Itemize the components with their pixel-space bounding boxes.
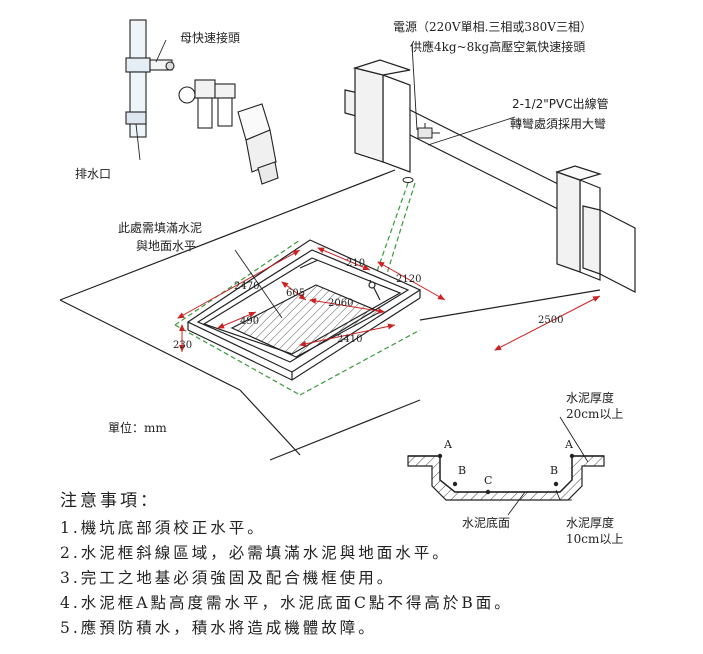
- cross-section: A A B B C: [407, 416, 605, 516]
- notes-item: 5.應預防積水，積水將造成機體故障。: [60, 619, 377, 637]
- point-b-left-label: B: [458, 464, 466, 477]
- notes-title: 注意事項：: [60, 491, 160, 511]
- cement-fill-label-line2: 與地面水平: [136, 239, 196, 253]
- dim-2120: 2120: [396, 274, 421, 285]
- dim-230: 230: [173, 340, 192, 351]
- point-a-right-marker: [569, 453, 575, 459]
- notes-item: 3.完工之地基必須強固及配合機框使用。: [60, 569, 396, 587]
- unit-label: 單位：mm: [108, 420, 167, 435]
- dimension-lines: [177, 247, 601, 352]
- cement-fill-label-line1: 此處需填滿水泥: [118, 221, 202, 235]
- point-c-marker: [485, 489, 491, 495]
- point-a-left-marker: [437, 453, 443, 459]
- point-b-left-marker: [452, 481, 458, 487]
- point-b-right-label: B: [550, 464, 558, 477]
- pneumatic-components: [125, 19, 279, 185]
- point-a-left-label: A: [443, 438, 453, 451]
- notes-item: 2.水泥框斜線區域，必需填滿水泥與地面水平。: [60, 544, 451, 562]
- cement-thick-20-line2: 20cm以上: [566, 407, 623, 421]
- dim-2500: 2500: [538, 315, 563, 326]
- point-a-right-label: A: [564, 438, 574, 451]
- dim-210: 210: [346, 258, 365, 269]
- machine-frame: [344, 59, 636, 293]
- floor-pipe-outlet-icon: [402, 177, 414, 183]
- dim-2470: 2470: [234, 281, 259, 292]
- ground-plane: [59, 169, 601, 461]
- pit-frame: [186, 239, 422, 381]
- outlet-box-icon: [417, 123, 440, 139]
- cement-thick-10-line1: 水泥厚度: [566, 515, 614, 530]
- leader-lines: [135, 39, 516, 319]
- cement-thick-20-line1: 水泥厚度: [566, 390, 614, 405]
- dim-2410: 2410: [337, 334, 362, 345]
- cement-thick-10-line2: 10cm以上: [566, 532, 623, 546]
- drain-label: 排水口: [75, 167, 111, 181]
- notes-item: 4.水泥框A點高度需水平，水泥底面C點不得高於B面。: [60, 594, 513, 612]
- female-connector-label: 母快速接頭: [180, 30, 240, 45]
- point-c-label: C: [484, 474, 492, 487]
- notes-section: 注意事項： 1.機坑底部須校正水平。 2.水泥框斜線區域，必需填滿水泥與地面水平…: [60, 486, 680, 641]
- pvc-label-line2: 轉彎處須採用大彎: [510, 116, 606, 131]
- dim-490: 490: [240, 316, 259, 327]
- notes-item: 1.機坑底部須校正水平。: [60, 519, 266, 537]
- point-b-right-marker: [553, 481, 559, 487]
- power-label-line2: 供應4kg~8kg高壓空氣快速接頭: [410, 39, 585, 54]
- dim-2060: 2060: [328, 298, 353, 309]
- dim-605: 605: [286, 288, 305, 299]
- cement-bottom-label: 水泥底面: [462, 515, 510, 530]
- power-label-line1: 電源（220V單相.三相或380V三相）: [393, 20, 592, 34]
- pvc-label-line1: 2-1/2"PVC出線管: [512, 96, 609, 111]
